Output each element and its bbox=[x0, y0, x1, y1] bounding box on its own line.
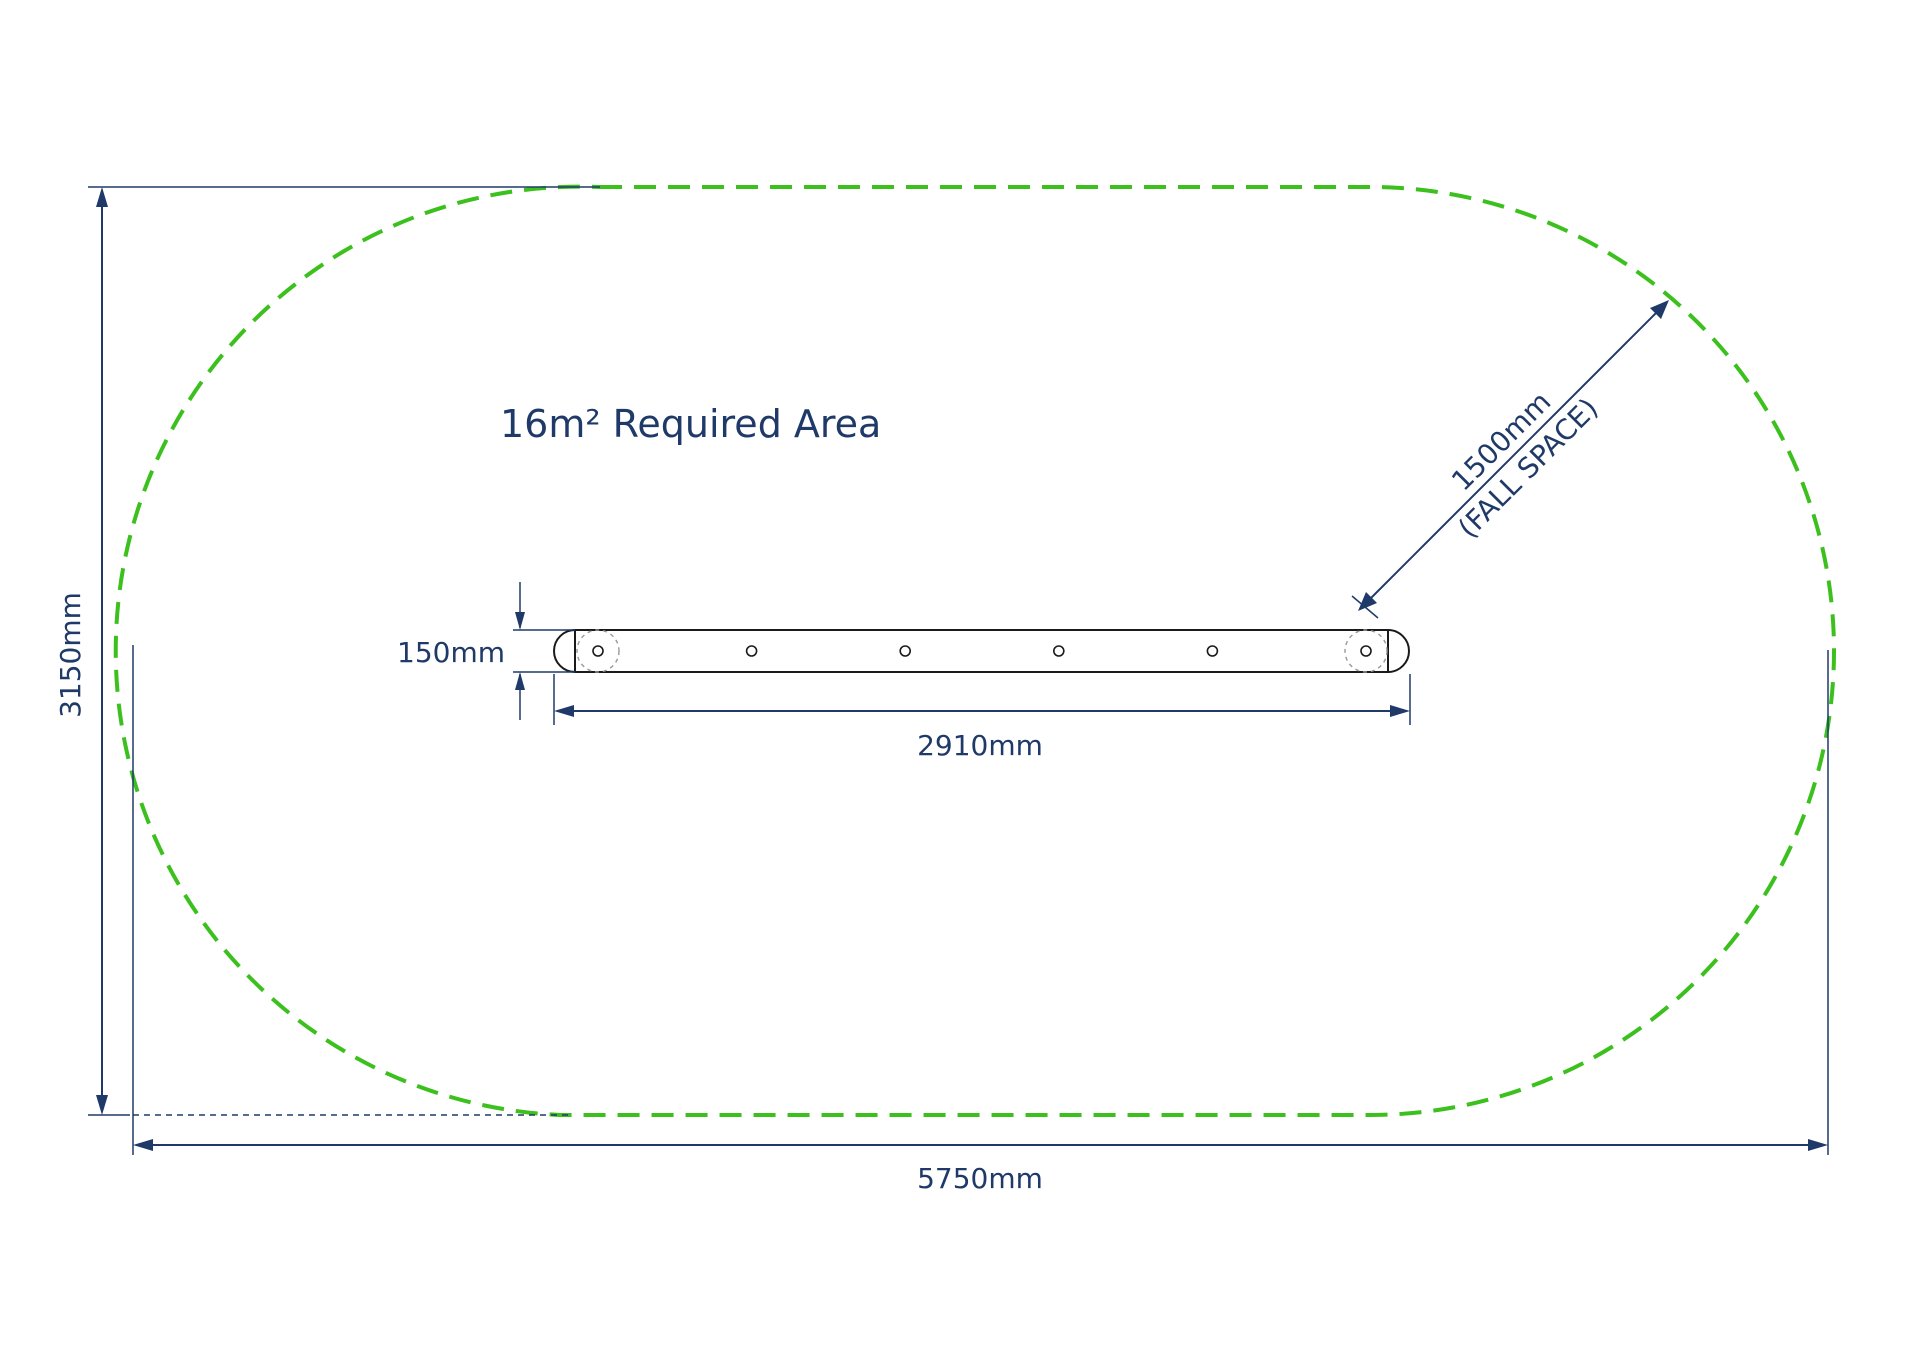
overall-width-dimension: 5750mm bbox=[132, 645, 1829, 1195]
fall-space-dimension: 1500mm (FALL SPACE) bbox=[1351, 300, 1669, 619]
beam-hole bbox=[745, 645, 758, 657]
beam-length-dimension: 2910mm bbox=[553, 674, 1411, 762]
beam-footing-right bbox=[1344, 629, 1388, 673]
beam-footing-left bbox=[576, 629, 620, 673]
beam-width-label: 150mm bbox=[397, 636, 505, 669]
required-area-title: 16m² Required Area bbox=[500, 402, 881, 446]
beam-hole bbox=[1053, 645, 1065, 657]
overall-width-label: 5750mm bbox=[917, 1162, 1043, 1195]
beam-hole bbox=[592, 645, 604, 657]
beam-hole bbox=[1206, 645, 1219, 657]
beam-width-dimension: 150mm bbox=[397, 582, 575, 720]
beam-hole bbox=[1360, 645, 1372, 657]
overall-depth-dimension: 3150mm bbox=[54, 186, 600, 1116]
beam-length-label: 2910mm bbox=[917, 729, 1043, 762]
balance-beam bbox=[553, 629, 1410, 673]
beam-hole bbox=[899, 645, 912, 657]
overall-depth-label: 3150mm bbox=[54, 592, 87, 718]
beam-holes bbox=[592, 645, 1372, 657]
fall-space-zone bbox=[113, 184, 1836, 1117]
